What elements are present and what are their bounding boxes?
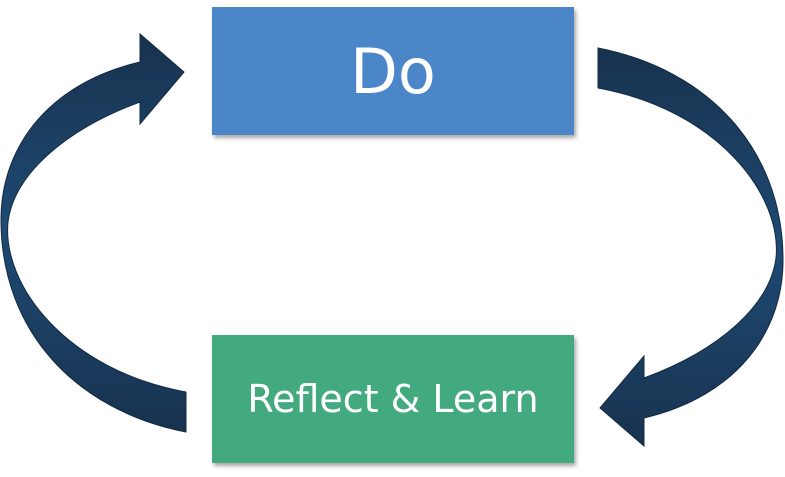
do-label: Do xyxy=(350,34,436,108)
left-cycle-arrow xyxy=(0,32,187,433)
right-cycle-arrow xyxy=(597,47,784,448)
reflect-learn-node: Reflect & Learn xyxy=(212,335,574,463)
do-node: Do xyxy=(212,7,574,135)
reflect-learn-label: Reflect & Learn xyxy=(247,377,539,421)
